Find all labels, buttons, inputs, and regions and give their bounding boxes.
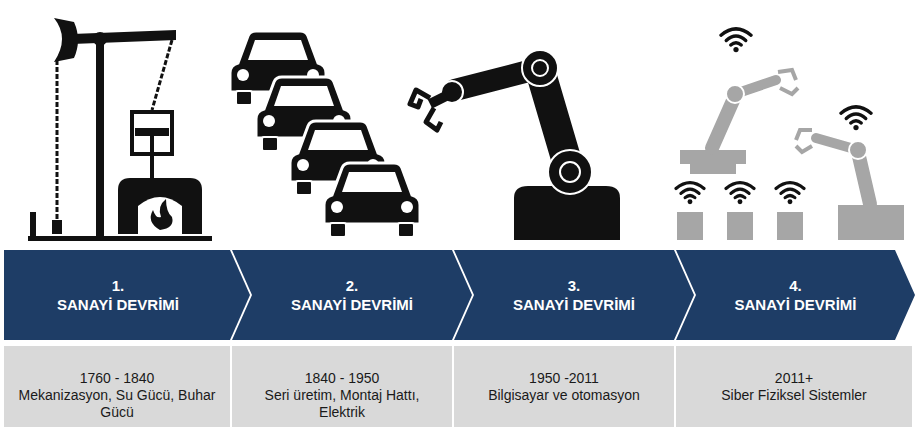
detail-text: 2011+Siber Fiziksel Sistemler	[684, 370, 904, 404]
wifi-symbol	[841, 107, 871, 130]
era-title: SANAYİ DEVRİMİ	[698, 295, 893, 315]
fire	[151, 199, 173, 230]
chevron-fill	[676, 250, 915, 340]
device-block	[677, 212, 703, 240]
chevron-shape	[676, 250, 915, 340]
detail-text: 1950 -2011Bilgisayar ve otomasyon	[462, 370, 666, 404]
era-number: 4.	[698, 276, 893, 296]
era-detail-box: 1760 - 1840Mekanizasyon, Su Gücü, Buhar …	[4, 346, 230, 427]
wifi-symbol	[676, 183, 704, 205]
chevron-text: 2.SANAYİ DEVRİMİ	[254, 250, 450, 340]
post	[96, 42, 104, 238]
robot-joint	[560, 162, 580, 182]
wifi-symbol	[776, 183, 804, 205]
wifi-symbol	[726, 183, 754, 205]
era-title: SANAYİ DEVRİMİ	[254, 295, 450, 315]
walking-beam	[72, 30, 176, 44]
year-range: 2011+	[684, 370, 904, 387]
robot-arm	[712, 96, 735, 148]
robot-joint	[522, 50, 558, 86]
chevron-fill	[454, 250, 694, 340]
era-description: Seri üretim, Montaj Hattı, Elektrik	[240, 387, 444, 421]
robot-base	[690, 164, 736, 174]
steam-engine-icon	[28, 18, 212, 241]
era-detail-box: 1840 - 1950Seri üretim, Montaj Hattı, El…	[232, 346, 452, 427]
chevron-text: 1.SANAYİ DEVRİMİ	[8, 250, 228, 340]
detail-text: 1840 - 1950Seri üretim, Montaj Hattı, El…	[240, 370, 444, 420]
era-detail-box: 1950 -2011Bilgisayar ve otomasyon	[454, 346, 674, 427]
era-description: Mekanizasyon, Su Gücü, Buhar Gücü	[12, 387, 222, 421]
robot-joint	[532, 60, 548, 76]
chevron-fill	[4, 250, 250, 340]
year-range: 1950 -2011	[462, 370, 666, 387]
chain	[56, 60, 59, 222]
year-range: 1840 - 1950	[240, 370, 444, 387]
chevron-shape	[4, 250, 250, 340]
robot-gripper	[426, 108, 441, 130]
robot-joint	[849, 141, 867, 159]
piston-rod	[150, 136, 154, 180]
chevron-text: 3.SANAYİ DEVRİMİ	[476, 250, 672, 340]
furnace	[118, 178, 202, 234]
weight	[52, 220, 62, 234]
robot-arm-icon	[410, 50, 620, 240]
era-number: 3.	[476, 276, 672, 296]
cyber-physical-icon	[676, 29, 904, 240]
era-chevron: 3.SANAYİ DEVRİMİ	[454, 250, 694, 340]
robot-gripper	[410, 90, 430, 107]
chain	[152, 40, 172, 110]
era-chevron: 2.SANAYİ DEVRİMİ	[232, 250, 472, 340]
wifi-symbol	[721, 29, 751, 52]
era-detail-box: 2011+Siber Fiziksel Sistemler	[676, 346, 912, 427]
era-description: Siber Fiziksel Sistemler	[684, 387, 904, 404]
detail-text: 1760 - 1840Mekanizasyon, Su Gücü, Buhar …	[12, 370, 222, 420]
robot-joint	[548, 150, 592, 194]
robot-joint	[726, 85, 744, 103]
pivot	[93, 32, 107, 46]
robot-gripper	[796, 130, 812, 152]
era-title: SANAYİ DEVRİMİ	[476, 295, 672, 315]
device-block	[727, 212, 753, 240]
era-description: Bilgisayar ve otomasyon	[462, 387, 666, 404]
era-title: SANAYİ DEVRİMİ	[8, 295, 228, 315]
cars-icon	[230, 31, 420, 237]
robot-gripper	[778, 70, 798, 94]
furnace-door	[138, 197, 182, 234]
era-chevron: 1.SANAYİ DEVRİMİ	[4, 250, 250, 340]
era-number: 1.	[8, 276, 228, 296]
robot-wrist	[430, 96, 446, 104]
chevron-shape	[232, 250, 472, 340]
piston	[135, 128, 169, 136]
chevron-shape	[454, 250, 694, 340]
car	[324, 163, 420, 237]
year-range: 1760 - 1840	[12, 370, 222, 387]
post	[30, 212, 36, 238]
era-chevron: 4.SANAYİ DEVRİMİ	[676, 250, 915, 340]
chevron-text: 4.SANAYİ DEVRİMİ	[698, 250, 893, 340]
era-number: 2.	[254, 276, 450, 296]
chevron-fill	[232, 250, 472, 340]
device-block	[777, 212, 803, 240]
ground-bar	[28, 236, 212, 241]
